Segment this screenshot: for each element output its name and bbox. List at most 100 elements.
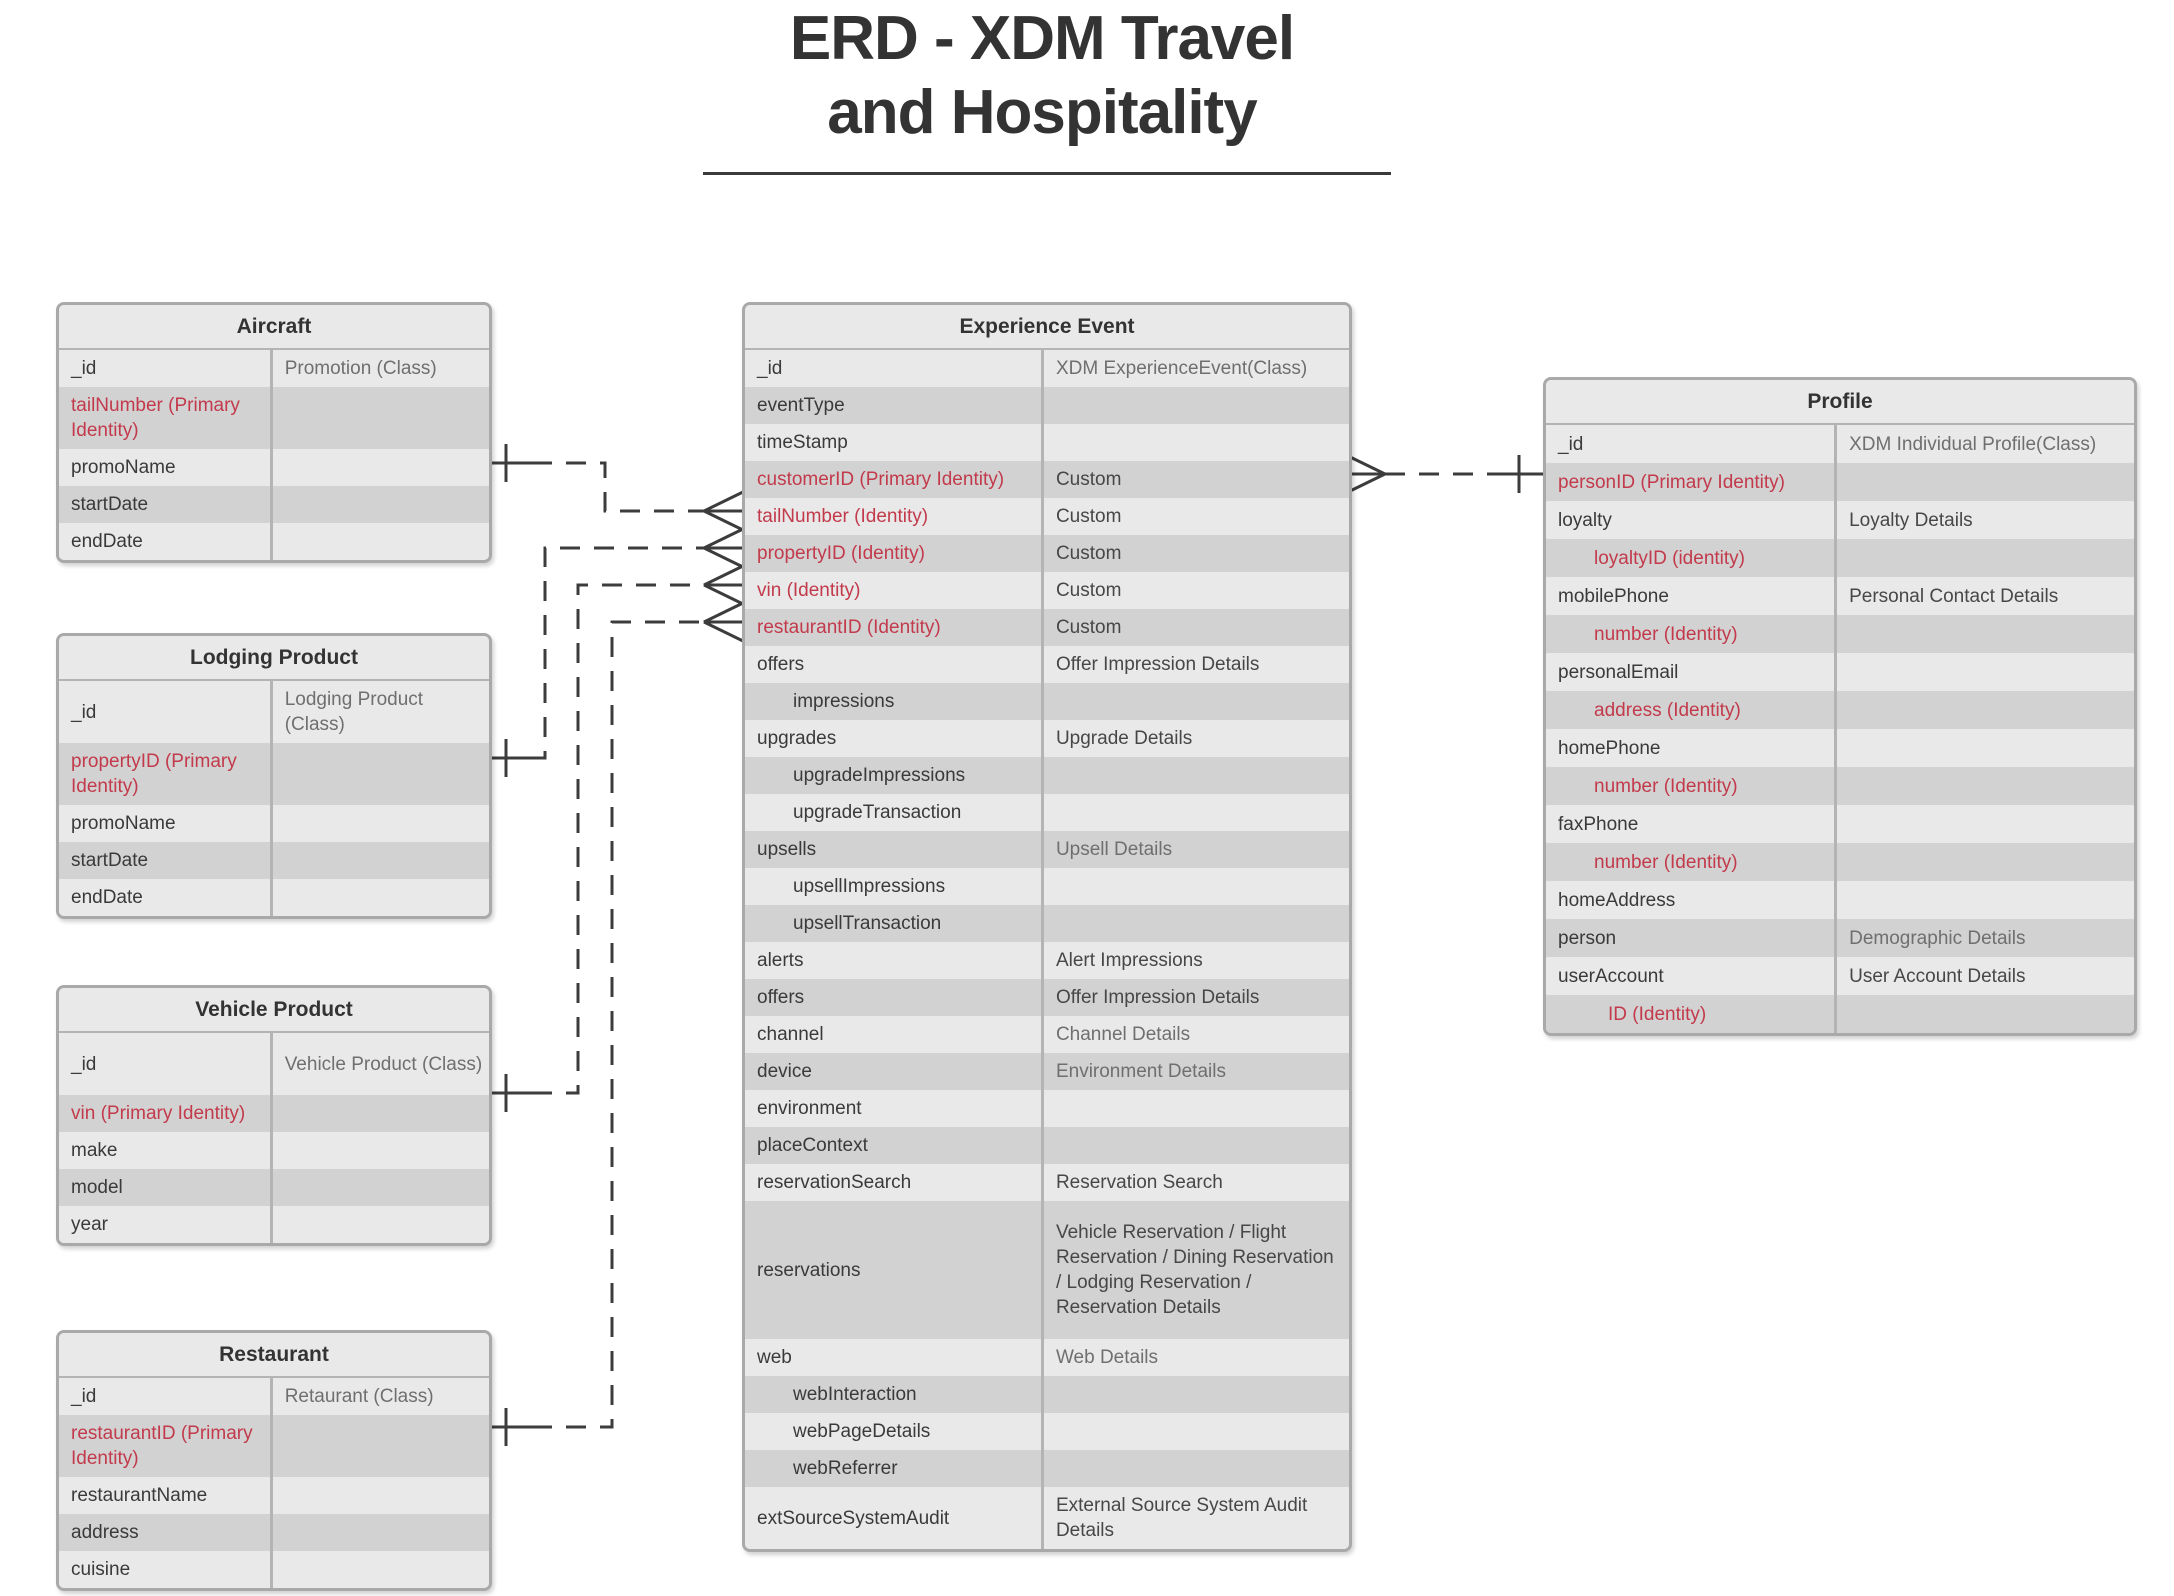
field-name: _id — [59, 1378, 270, 1415]
field-name: upgrades — [745, 720, 1041, 757]
field-name-text: personID (Primary Identity) — [1558, 471, 1786, 493]
field-class — [269, 1206, 489, 1243]
field-class: Loyalty Details — [1834, 501, 2134, 539]
field-class: Promotion (Class) — [269, 350, 489, 387]
field-class — [1040, 1450, 1349, 1487]
field-class-text: Loyalty Details — [1849, 509, 1973, 531]
field-name-text: startDate — [71, 494, 149, 515]
field-name: personID (Primary Identity) — [1546, 463, 1834, 501]
field-name-text: eventType — [757, 395, 845, 416]
table-row: make — [59, 1132, 489, 1169]
field-class — [1834, 767, 2134, 805]
connector-vehicle-to-experience-event[interactable] — [486, 564, 744, 1112]
field-class-text: Vehicle Product (Class) — [284, 1053, 483, 1075]
field-name-text: reservationSearch — [757, 1172, 912, 1193]
table-row: impressions — [745, 683, 1349, 720]
table-title: Vehicle Product — [59, 988, 489, 1033]
field-name: upsells — [745, 831, 1041, 868]
table-row: restaurantID (Primary Identity) — [59, 1415, 489, 1477]
one-marker-icon — [486, 1074, 532, 1112]
field-name-text: homePhone — [1558, 737, 1661, 759]
field-class — [1834, 843, 2134, 881]
field-name-text: upgrades — [757, 728, 837, 749]
field-name: customerID (Primary Identity) — [745, 461, 1041, 498]
field-name-text: upsells — [757, 839, 817, 860]
field-name-text: vin (Primary Identity) — [71, 1103, 246, 1124]
field-name: reservationSearch — [745, 1164, 1041, 1201]
field-name: startDate — [59, 486, 270, 523]
field-class — [269, 743, 489, 805]
field-name-text: number (Identity) — [1594, 775, 1738, 797]
table-row: webInteraction — [745, 1376, 1349, 1413]
field-name-text: tailNumber (Identity) — [757, 506, 929, 527]
field-class-text: Custom — [1055, 469, 1122, 490]
field-class: Environment Details — [1040, 1053, 1349, 1090]
connector-lodging-to-experience-event[interactable] — [486, 527, 744, 777]
field-name-text: promoName — [71, 813, 176, 834]
field-name: vin (Identity) — [745, 572, 1041, 609]
field-name: address — [59, 1514, 270, 1551]
table-title: Aircraft — [59, 305, 489, 350]
table-row: number (Identity) — [1546, 843, 2134, 881]
connector-experience-event-to-profile[interactable] — [1345, 453, 1543, 495]
field-name: faxPhone — [1546, 805, 1834, 843]
field-name: year — [59, 1206, 270, 1243]
table-row: _id XDM ExperienceEvent(Class) — [745, 350, 1349, 387]
field-class: Upsell Details — [1040, 831, 1349, 868]
field-name: address (Identity) — [1546, 691, 1834, 729]
field-name-text: _id — [757, 358, 783, 379]
one-marker-icon — [486, 444, 532, 482]
field-class-text: Environment Details — [1055, 1061, 1226, 1082]
field-class — [269, 486, 489, 523]
field-class — [269, 523, 489, 560]
connector-aircraft-to-experience-event[interactable] — [486, 444, 744, 532]
table-row: cuisine — [59, 1551, 489, 1588]
table-row: ID (Identity) — [1546, 995, 2134, 1033]
field-class-text: Custom — [1055, 617, 1122, 638]
field-class — [1040, 683, 1349, 720]
field-class-text: Custom — [1055, 580, 1122, 601]
field-class — [269, 387, 489, 449]
field-class-text: Personal Contact Details — [1849, 585, 2059, 607]
title-underline — [703, 172, 1391, 175]
field-class — [1834, 463, 2134, 501]
table-row: customerID (Primary Identity) Custom — [745, 461, 1349, 498]
field-class — [1040, 794, 1349, 831]
field-class-text: XDM ExperienceEvent(Class) — [1055, 358, 1308, 379]
field-class: Custom — [1040, 609, 1349, 646]
crow-foot-icon — [703, 564, 744, 606]
diagram-title[interactable]: ERD - XDM Travel and Hospitality — [652, 2, 1432, 150]
field-class: User Account Details — [1834, 957, 2134, 995]
field-class-text: Offer Impression Details — [1055, 987, 1260, 1008]
field-name-text: upsellTransaction — [793, 913, 942, 934]
field-name-text: upsellImpressions — [793, 876, 946, 897]
field-name: _id — [59, 1033, 270, 1095]
field-class-text: User Account Details — [1849, 965, 2026, 987]
field-name: reservations — [745, 1201, 1041, 1339]
field-name: homePhone — [1546, 729, 1834, 767]
field-name: restaurantID (Primary Identity) — [59, 1415, 270, 1477]
connector-restaurant-to-experience-event[interactable] — [486, 601, 744, 1446]
dashed-wire — [532, 583, 704, 1095]
entity-table-vehicle-product[interactable]: Vehicle Product_id Vehicle Product (Class… — [56, 985, 492, 1246]
field-class — [1040, 424, 1349, 461]
field-name-text: homeAddress — [1558, 889, 1676, 911]
table-row: _id Vehicle Product (Class) — [59, 1033, 489, 1095]
field-name: homeAddress — [1546, 881, 1834, 919]
field-class — [1040, 905, 1349, 942]
field-class-text: Upgrade Details — [1055, 728, 1193, 749]
field-name-text: environment — [757, 1098, 862, 1119]
field-class: Alert Impressions — [1040, 942, 1349, 979]
field-name-text: upgradeImpressions — [793, 765, 966, 786]
field-name-text: faxPhone — [1558, 813, 1639, 835]
table-row: endDate — [59, 523, 489, 560]
